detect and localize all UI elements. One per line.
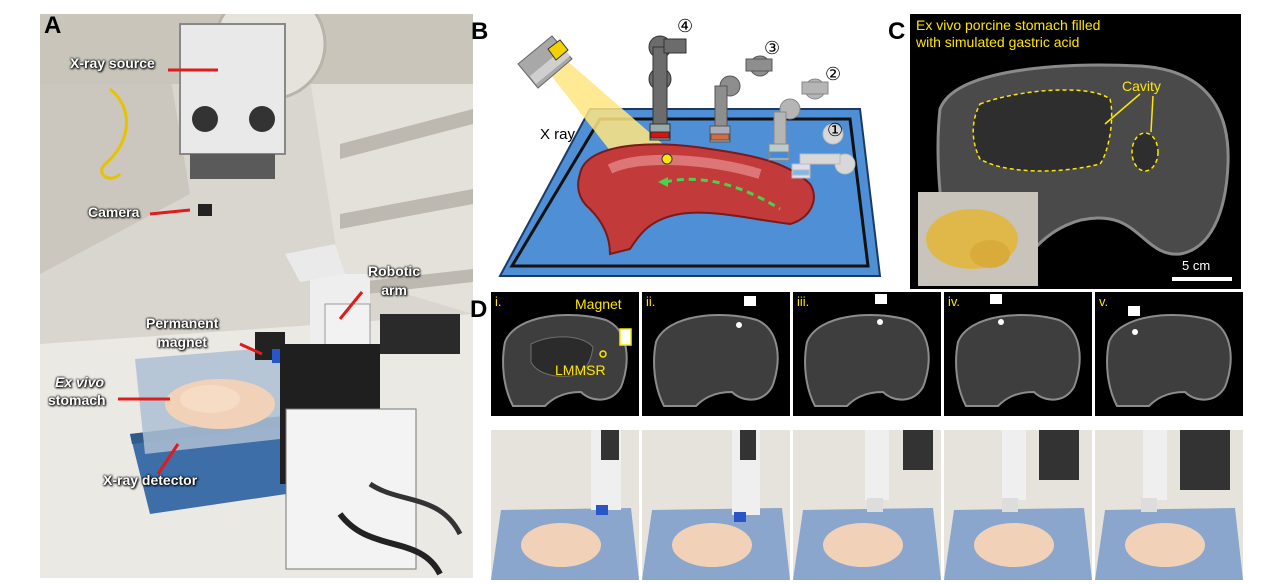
scale-bar — [1172, 277, 1232, 281]
frame-1-label: i. — [495, 294, 502, 309]
photo-frame-2 — [642, 430, 790, 580]
robot-setup-photo — [40, 14, 473, 578]
panel-c-title-line2: with simulated gastric acid — [916, 34, 1080, 50]
position-2-label: ② — [825, 64, 842, 84]
photo-frame-4 — [944, 430, 1092, 580]
ct-frame-3: iii. — [793, 292, 941, 416]
frame-2-label: ii. — [646, 294, 656, 309]
xray-detector-label: X-ray detector — [103, 472, 198, 488]
photo-frame-5 — [1095, 430, 1243, 580]
xray-source-label: X-ray source — [70, 55, 155, 71]
cavity-label: Cavity — [1122, 78, 1161, 94]
radiation-icon — [547, 39, 569, 61]
robotic-arm-pointer — [338, 291, 364, 320]
position-1-label: ① — [827, 120, 844, 140]
stomach-label: stomach — [48, 392, 106, 408]
panel-d-sequence: i. Magnet LMMSR ii. iii. iv. v. — [491, 292, 1243, 580]
ex-vivo-label: Ex vivo — [55, 374, 105, 390]
ct-frame-4: iv. — [944, 292, 1092, 416]
ct-scan-image — [918, 63, 1232, 286]
permanent-magnet-label: Permanent magnet — [146, 315, 219, 350]
photo-frame-1 — [491, 430, 639, 580]
ct-frame-2: ii. — [642, 292, 790, 416]
camera-label: Camera — [88, 204, 140, 220]
photo-frame-3 — [793, 430, 941, 580]
frame-4-label: iv. — [948, 294, 961, 309]
panel-a-letter: A — [44, 12, 62, 39]
frame-3-label: iii. — [797, 294, 810, 309]
panel-b-letter: B — [471, 18, 489, 45]
panel-b-schematic: X ray ① ② ③ ④ — [490, 14, 890, 284]
position-3-label: ③ — [764, 38, 781, 58]
magnet-label: Magnet — [575, 296, 622, 312]
detector-pointer — [156, 443, 180, 475]
robotic-arm-label: Robotic arm — [368, 263, 421, 298]
panel-a-photo: X-ray source Camera Robotic arm Permanen… — [40, 14, 473, 578]
ct-frame-5: v. — [1095, 292, 1243, 416]
scale-label: 5 cm — [1182, 258, 1211, 273]
cavity-outline-small — [1131, 132, 1159, 172]
camera-icon — [198, 204, 212, 216]
cavity-outline-large — [972, 89, 1113, 172]
magnet-pointer — [239, 342, 263, 356]
panel-c-ct-image: Ex vivo porcine stomach filled with simu… — [910, 14, 1241, 289]
panel-d-letter: D — [470, 296, 488, 323]
ct-frame-1: i. Magnet LMMSR — [491, 292, 639, 416]
position-4-label: ④ — [677, 16, 694, 36]
xray-label: X ray — [540, 126, 576, 143]
camera-pointer — [149, 208, 191, 216]
lmmsr-label: LMMSR — [555, 362, 606, 378]
panel-c-letter: C — [888, 18, 906, 45]
panel-c-title-line1: Ex vivo porcine stomach filled — [916, 17, 1101, 33]
robot-trajectory-diagram — [498, 35, 882, 277]
frame-5-label: v. — [1099, 294, 1109, 309]
